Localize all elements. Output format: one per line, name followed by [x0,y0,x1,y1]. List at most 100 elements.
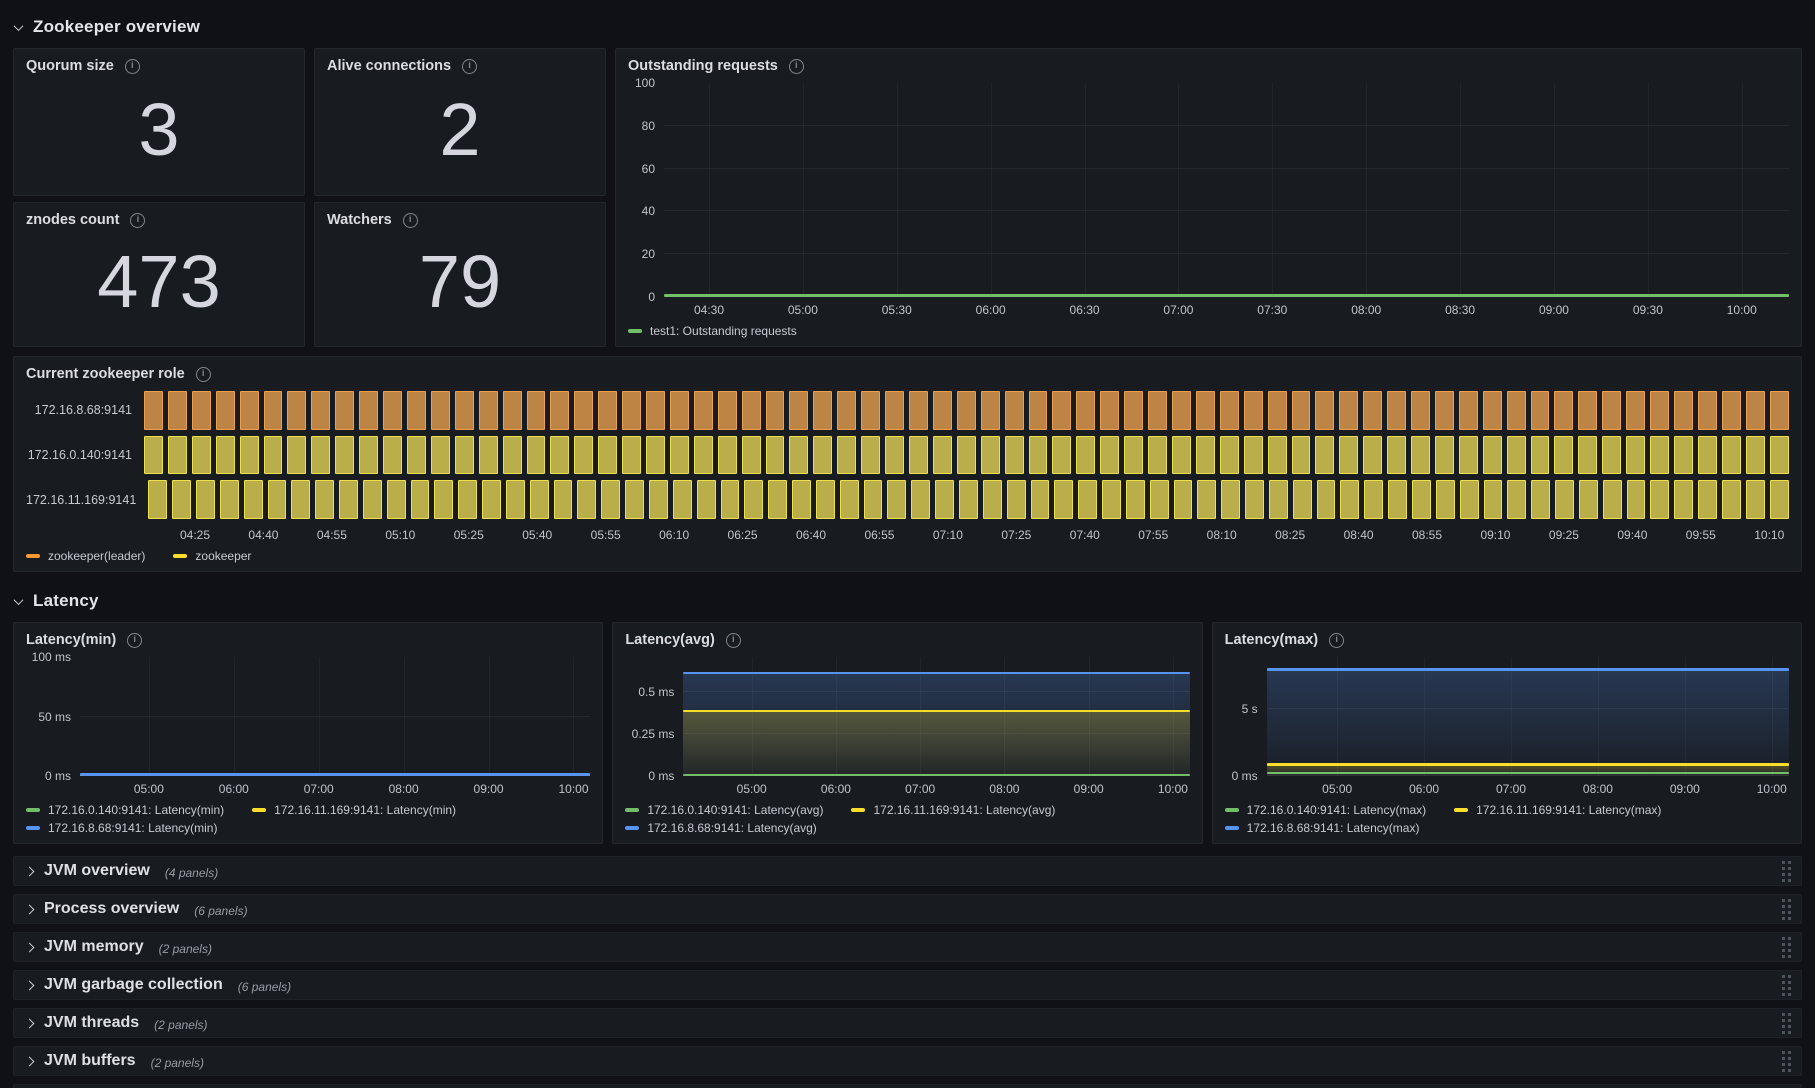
state-bar [837,435,857,475]
info-icon[interactable] [195,366,211,382]
panel-header[interactable]: Watchers [315,203,605,231]
drag-dot [1788,986,1791,990]
legend-item[interactable]: 172.16.0.140:9141: Latency(max) [1224,803,1426,817]
row-process-overview[interactable]: Process overview (6 panels) [13,894,1802,924]
h-gridline [664,210,1789,212]
info-icon[interactable] [124,58,140,74]
state-bar [1052,435,1072,475]
state-bar [768,480,788,520]
state-bar [1721,480,1741,520]
section-header-zookeeper-overview[interactable]: Zookeeper overview [13,12,1802,42]
state-bar [1004,391,1024,430]
state-bar [410,480,430,520]
drag-dot [1788,942,1791,946]
x-tick-label: 08:00 [1351,303,1382,317]
legend-item[interactable]: 172.16.11.169:9141: Latency(avg) [851,803,1055,817]
state-bar [359,435,379,475]
row-panel-count: (6 panels) [194,903,248,918]
row-jvm-overview[interactable]: JVM overview (4 panels) [13,856,1802,886]
state-bar [574,435,594,475]
section-header-latency[interactable]: Latency [13,586,1802,616]
legend-item[interactable]: 172.16.11.169:9141: Latency(min) [252,803,456,817]
info-icon[interactable] [462,58,478,74]
chevron-right-icon [24,904,35,914]
panel-header[interactable]: Latency(min) [14,623,602,651]
state-bar [909,391,928,430]
series-area-fill [1266,669,1789,776]
x-tick-label: 10:10 [1754,528,1785,542]
drag-handle-icon[interactable] [1782,860,1791,882]
state-bar [311,391,331,430]
state-bar [669,391,689,430]
panel-header[interactable]: Latency(avg) [613,623,1201,651]
state-bar [1506,435,1526,475]
drag-dot [1788,878,1791,882]
row-jvm-threads[interactable]: JVM threads (2 panels) [13,1008,1802,1038]
info-icon[interactable] [127,632,143,648]
panel-header[interactable]: Latency(max) [1213,623,1801,651]
drag-handle-icon[interactable] [1782,1012,1791,1034]
series-line [683,773,1190,776]
state-bar [911,480,931,520]
drag-dot [1782,1012,1785,1016]
legend-item[interactable]: 172.16.8.68:9141: Latency(max) [1224,821,1419,835]
v-gridline [1647,83,1649,297]
timeline-row: 172.16.8.68:9141 [26,391,1789,430]
row-jvm-memory[interactable]: JVM memory (2 panels) [13,932,1802,962]
state-bar [1530,435,1550,475]
state-bar [1554,391,1574,430]
state-bar [720,480,740,520]
legend-item[interactable]: zookeeper [173,549,251,563]
x-tick-label: 05:00 [133,782,164,796]
legend-item[interactable]: test1: Outstanding requests [628,324,797,338]
legend-item[interactable]: 172.16.8.68:9141: Latency(avg) [625,821,817,835]
drag-dot [1788,980,1791,984]
state-bar [1197,480,1217,520]
info-icon[interactable] [402,212,418,228]
legend: 172.16.0.140:9141: Latency(max) 172.16.11… [1224,797,1789,835]
v-gridline [896,83,898,297]
y-tick-label: 0 ms [44,769,71,783]
row-jvm-garbage-collection[interactable]: JVM garbage collection (6 panels) [13,970,1802,1000]
drag-handle-icon[interactable] [1782,974,1791,996]
y-tick-label: 0 ms [648,769,675,783]
legend-item[interactable]: 172.16.0.140:9141: Latency(avg) [625,803,823,817]
panel-header[interactable]: Outstanding requests [616,49,1801,77]
state-bar [958,480,978,520]
legend-item[interactable]: 172.16.8.68:9141: Latency(min) [26,821,217,835]
drag-handle-icon[interactable] [1782,898,1791,920]
drag-handle-icon[interactable] [1782,936,1791,958]
drag-handle-icon[interactable] [1782,1050,1791,1072]
state-bar [1411,435,1430,475]
panel-header[interactable]: znodes count [14,203,304,231]
info-icon[interactable] [788,58,804,74]
series-line [1266,668,1789,671]
state-bar [717,435,737,475]
legend-row: 172.16.8.68:9141: Latency(max) [1224,821,1789,835]
row-jvm-buffers[interactable]: JVM buffers (2 panels) [13,1046,1802,1076]
legend-item[interactable]: 172.16.11.169:9141: Latency(max) [1454,803,1661,817]
state-bar [669,435,689,475]
legend-item[interactable]: zookeeper(leader) [26,549,145,563]
legend-item[interactable]: 172.16.0.140:9141: Latency(min) [26,803,224,817]
timeline-row-label: 172.16.8.68:9141 [34,403,132,418]
state-bar [1030,480,1050,520]
drag-dot [1782,898,1785,902]
panel-header[interactable]: Alive connections [315,49,605,77]
panel-outstanding-requests: Outstanding requests 02040608010004:3005… [615,48,1802,347]
info-icon[interactable] [725,632,741,648]
state-bar [526,391,546,430]
state-bar [1054,480,1074,520]
state-bar [195,480,215,520]
plot-area [1266,657,1789,776]
panel-header[interactable]: Quorum size [14,49,304,77]
info-icon[interactable] [1329,632,1345,648]
panel-header[interactable]: Current zookeeper role [14,357,1801,385]
state-bar [693,391,713,430]
info-icon[interactable] [130,212,146,228]
state-bar [1243,435,1263,475]
state-bar [454,391,474,430]
